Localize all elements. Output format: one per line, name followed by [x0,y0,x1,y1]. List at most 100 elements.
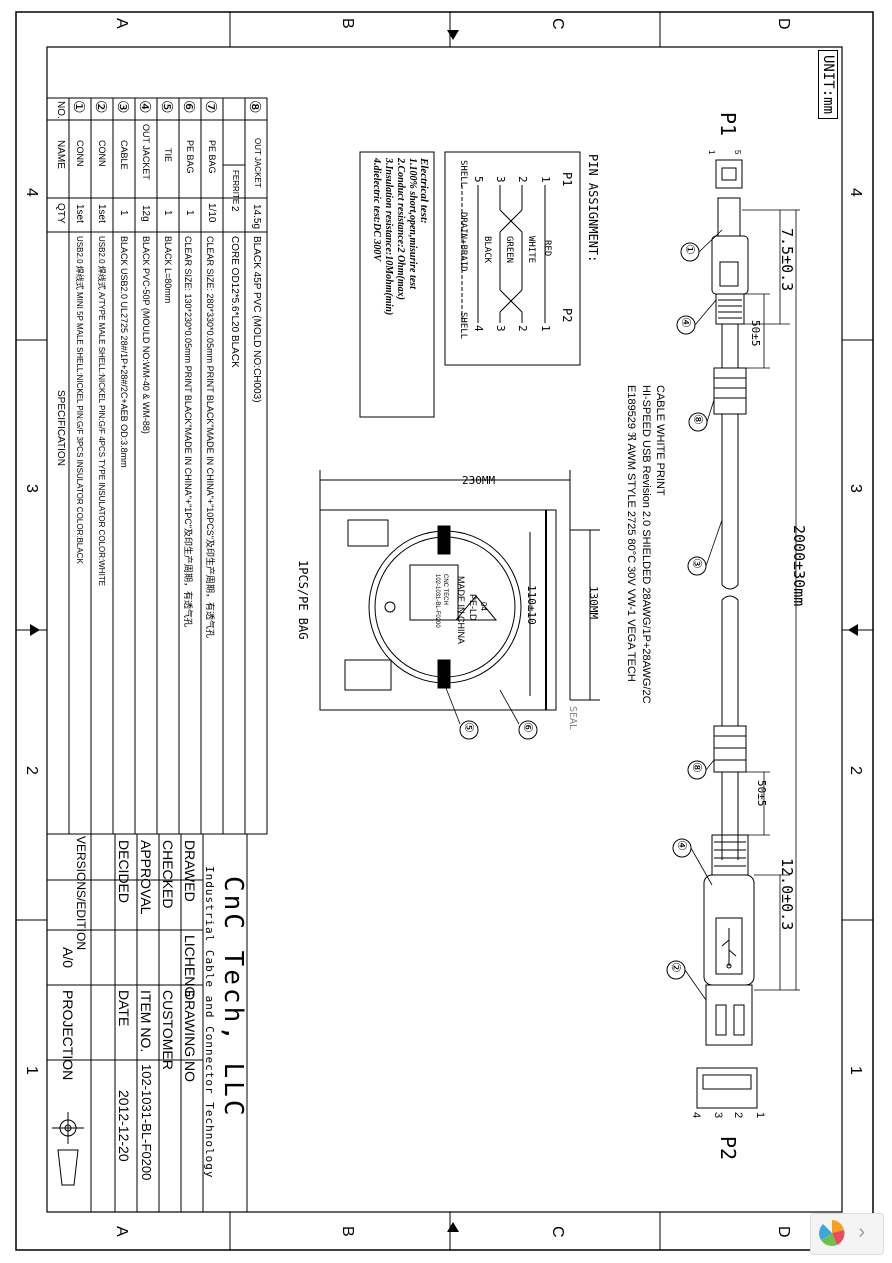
zone-number: 3 [847,484,864,493]
version-label: VERSIONS/EDITION [74,836,88,951]
electrical-test-line: 4.dielectric test:DC 300V [371,158,382,262]
electrical-test-line: 2.Conduct resistance:2 Ohm(max) [395,158,406,300]
bom-row-spec: CLEAR SIZE: 130*230*0.05mm PRINT BLACK"M… [183,236,193,627]
zone-number: 2 [847,766,864,775]
pin-p2-number: 3 [494,325,507,332]
chevron-right-icon[interactable]: › [858,1221,865,1243]
p2-pin-number: 2 [732,1112,744,1119]
bom-row-spec: CLEAR SIZE: 280*330*0.05mm PRINT BLACK"M… [205,236,215,638]
unit-label: UNIT:mm [818,50,838,120]
zone-number: 1 [847,1066,864,1075]
bom-row-spec: BLACK L=80mm [163,236,173,304]
center-arrows [30,30,858,1232]
bom-row-name: CONN [75,140,85,167]
viewer-nav[interactable]: › [810,1213,884,1255]
p2-face [696,1067,758,1109]
recycle-code: 04 [479,602,488,611]
zone-letter: C [549,18,566,30]
cable-assembly [696,159,758,1109]
electrical-test-box [359,151,435,418]
bag-origin: MADE IN CHINA [456,576,466,645]
pin-p2-shell: SHELL [458,312,468,340]
bom-row-subspec: BLACK 45P PVC (MOLD NO:CH003) [251,236,262,403]
dim-coil: 110±10 [525,585,538,625]
p1-face [715,159,743,189]
callout-number: ① [683,244,697,255]
drawed-value: LICHENG [182,935,198,998]
wire-color: GREEN [504,236,514,264]
bom-row-qty: 1/10 [206,203,217,223]
zone-number: 1 [23,1066,40,1075]
decided-label: DECIDED [116,840,132,904]
zone-number: 3 [23,484,40,493]
bag-sticker-line: 102-1031-BL-F0200 [434,574,440,628]
bom-row-no: ③ [114,100,131,114]
dim-strain2: 50±5 [755,780,768,807]
company-tagline: Industrial Cable and Connector Technolog… [203,866,216,1179]
pin-p2-number: 4 [472,325,485,332]
pin-p1-label: P1 [560,172,574,187]
zone-letter: D [775,18,792,30]
pin-p1-number: 2 [516,176,529,183]
callout-number: ⑥ [521,722,535,733]
p2-label: P2 [716,1136,740,1161]
pin-assignment-title: PIN ASSIGNMENT: [586,154,600,263]
zone-number: 4 [847,188,864,197]
pin-assignment-box [444,151,581,366]
dim-bag-height: 130MM [587,586,600,620]
callout-number: ② [669,962,683,973]
callout-number: ⑧ [691,414,705,425]
electrical-test-line: 3.Insulation resistance:10Mohm(min) [383,158,394,316]
bom-row-no: ⑤ [158,100,175,114]
electrical-test-title: Electrical test: [418,158,430,224]
bom-row-spec: USB2.0 焊线式 MINI 5P MALE SHELL:NICKEL PIN… [75,236,84,564]
p2-pin-number: 4 [690,1112,702,1119]
pin-p1-shell: SHELL [458,160,468,188]
cable-print-line: CABLE WHITE PRINT [654,385,666,496]
pin-p1-number: 3 [494,176,507,183]
bag-label: 1PCS/PE BAG [296,560,310,640]
bag-seal-label: SEAL [567,706,578,731]
zone-letter: D [775,1226,792,1238]
zone-number: 2 [23,766,40,775]
drawed-label: DRAWED [182,840,198,902]
outer-border [15,11,874,1251]
p2-pin-number: 3 [712,1112,724,1119]
bom-row-spec: BLACK PVC-50P (MOULD NO:WM-40 & WM-88) [141,236,151,434]
item-no-label: ITEM NO. [138,990,154,1053]
callout-leaders [445,229,723,1001]
customer-label: CUSTOMER [160,990,176,1070]
wire-color: RED [542,240,552,257]
dim-p2-plug: 12.0±0.3 [778,858,796,931]
title-block [46,833,248,1213]
bom-table [46,97,268,835]
bom-row-no: ② [92,100,109,114]
version-value: A/0 [60,947,76,969]
bom-row-no: ⑥ [180,100,197,114]
bom-header-spec: SPECIFICATION [55,390,66,466]
dim-p1-plug: 7.5±0.3 [778,228,796,292]
bag-sticker-line: CNC TECH [442,574,448,605]
wire-color: DRAIN+BRAID [458,212,468,272]
projection-label: PROJECTION [60,990,76,1081]
projection-symbol-icon [52,1112,84,1186]
recycle-material: PE-LD [468,594,478,621]
dim-total: 2000±30mm [790,525,808,607]
wire-color: WHITE [526,236,536,264]
approval-label: APPROVAL [138,840,154,915]
bom-row-spec: USB2.0 焊线式 A/TYPE MALE SHELL:NICKEL PIN:… [97,236,106,587]
company-name: CnC Tech, LLC [218,876,248,1119]
zone-letter: B [339,18,356,29]
bom-row-qty: 1 [162,210,173,216]
wire-color: BLACK [482,236,492,264]
bom-row-name: FERRITE [231,170,240,205]
electrical-test-line: 1.100% short,open,misurire test [407,158,418,289]
item-no-value: 102-1031-BL-F0200 [139,1064,154,1181]
bom-row-qty: 1set [74,204,85,223]
bom-row-no: ④ [136,100,153,114]
drawing-no-label: DRAWING NO [182,990,198,1083]
p1-pin-number: 1 [707,150,716,155]
bag-drawing [319,470,600,711]
bom-row-subqty: 14.5g [251,204,262,230]
